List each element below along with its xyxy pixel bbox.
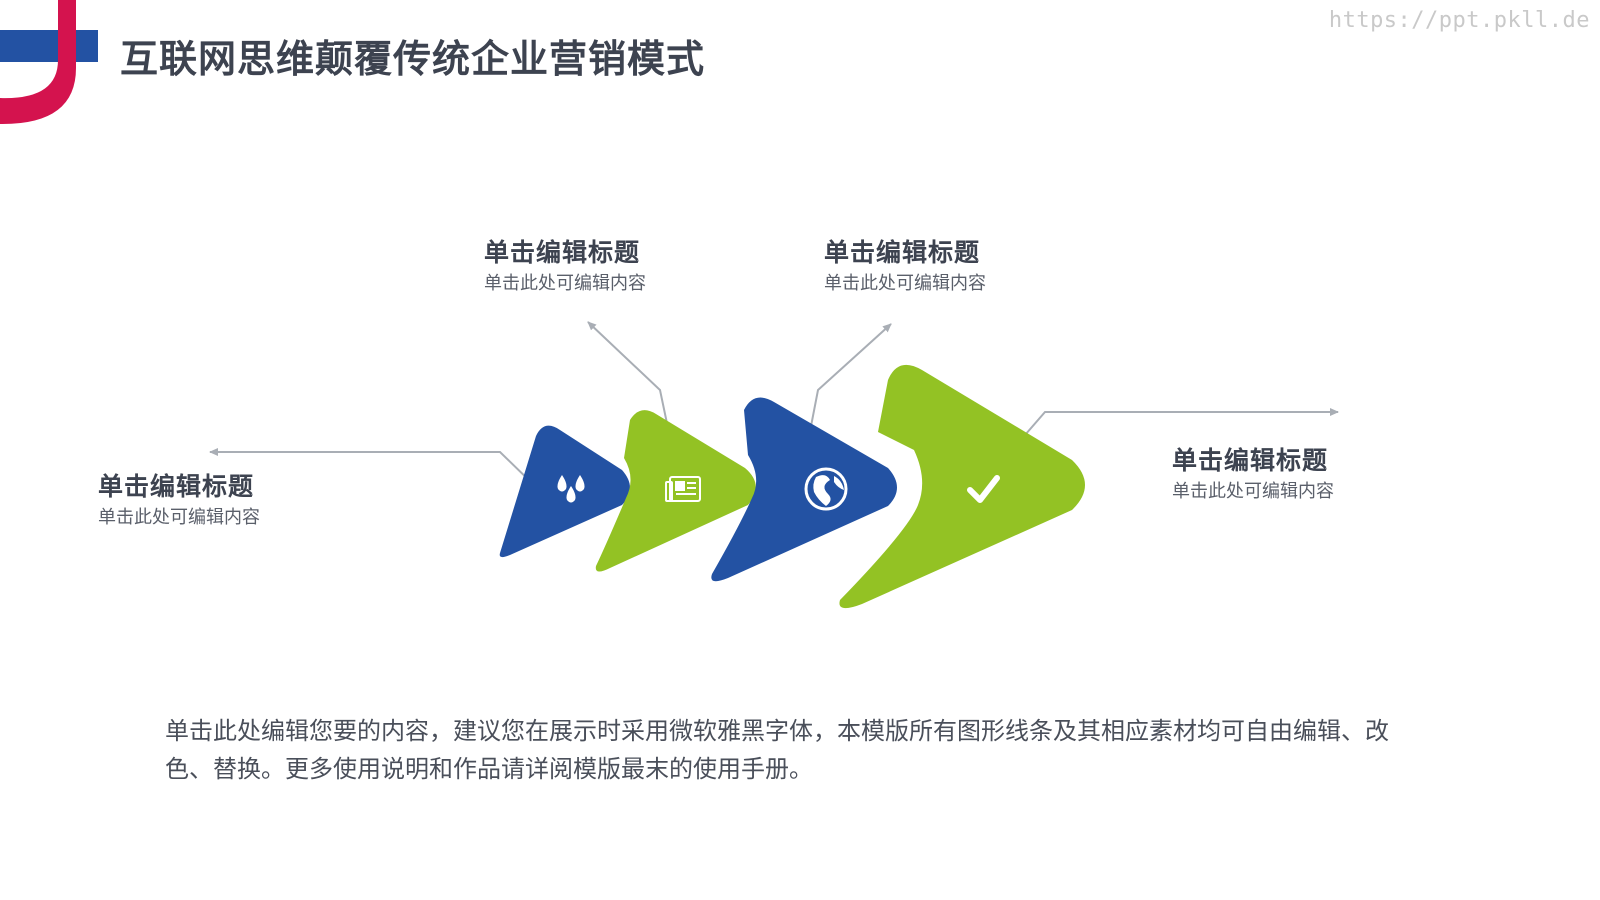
arrow-shape-1 bbox=[499, 425, 630, 558]
page-title: 互联网思维颠覆传统企业营销模式 bbox=[120, 37, 706, 81]
logo-blue-bar bbox=[0, 30, 98, 62]
step-3-text: 单击编辑标题 单击此处可编辑内容 bbox=[824, 236, 986, 298]
logo-mark bbox=[0, 0, 98, 125]
checkmark-icon bbox=[967, 475, 1000, 503]
step-4-text: 单击编辑标题 单击此处可编辑内容 bbox=[1172, 444, 1334, 506]
step-3-title: 单击编辑标题 bbox=[824, 238, 981, 267]
globe-icon bbox=[804, 467, 848, 511]
step-1-desc: 单击此处可编辑内容 bbox=[98, 507, 260, 528]
step-2-desc: 单击此处可编辑内容 bbox=[484, 273, 646, 294]
newspaper-icon bbox=[665, 476, 701, 502]
step-4-title: 单击编辑标题 bbox=[1172, 446, 1329, 475]
step-2-title: 单击编辑标题 bbox=[484, 238, 641, 267]
step-4-desc: 单击此处可编辑内容 bbox=[1172, 481, 1334, 502]
water-drops-icon bbox=[557, 475, 585, 503]
step-2-text: 单击编辑标题 单击此处可编辑内容 bbox=[484, 236, 646, 298]
logo-red-hook bbox=[0, 0, 76, 125]
watermark-url: https://ppt.pkll.de bbox=[1328, 8, 1590, 33]
summary-text: 单击此处编辑您要的内容，建议您在展示时采用微软雅黑字体，本模版所有图形线条及其相… bbox=[165, 717, 1389, 783]
arrow-shape-4 bbox=[839, 364, 1085, 609]
step-3-desc: 单击此处可编辑内容 bbox=[824, 273, 986, 294]
arrow-shape-3 bbox=[711, 397, 897, 582]
step-1-text: 单击编辑标题 单击此处可编辑内容 bbox=[98, 470, 260, 532]
step-1-title: 单击编辑标题 bbox=[98, 472, 255, 501]
